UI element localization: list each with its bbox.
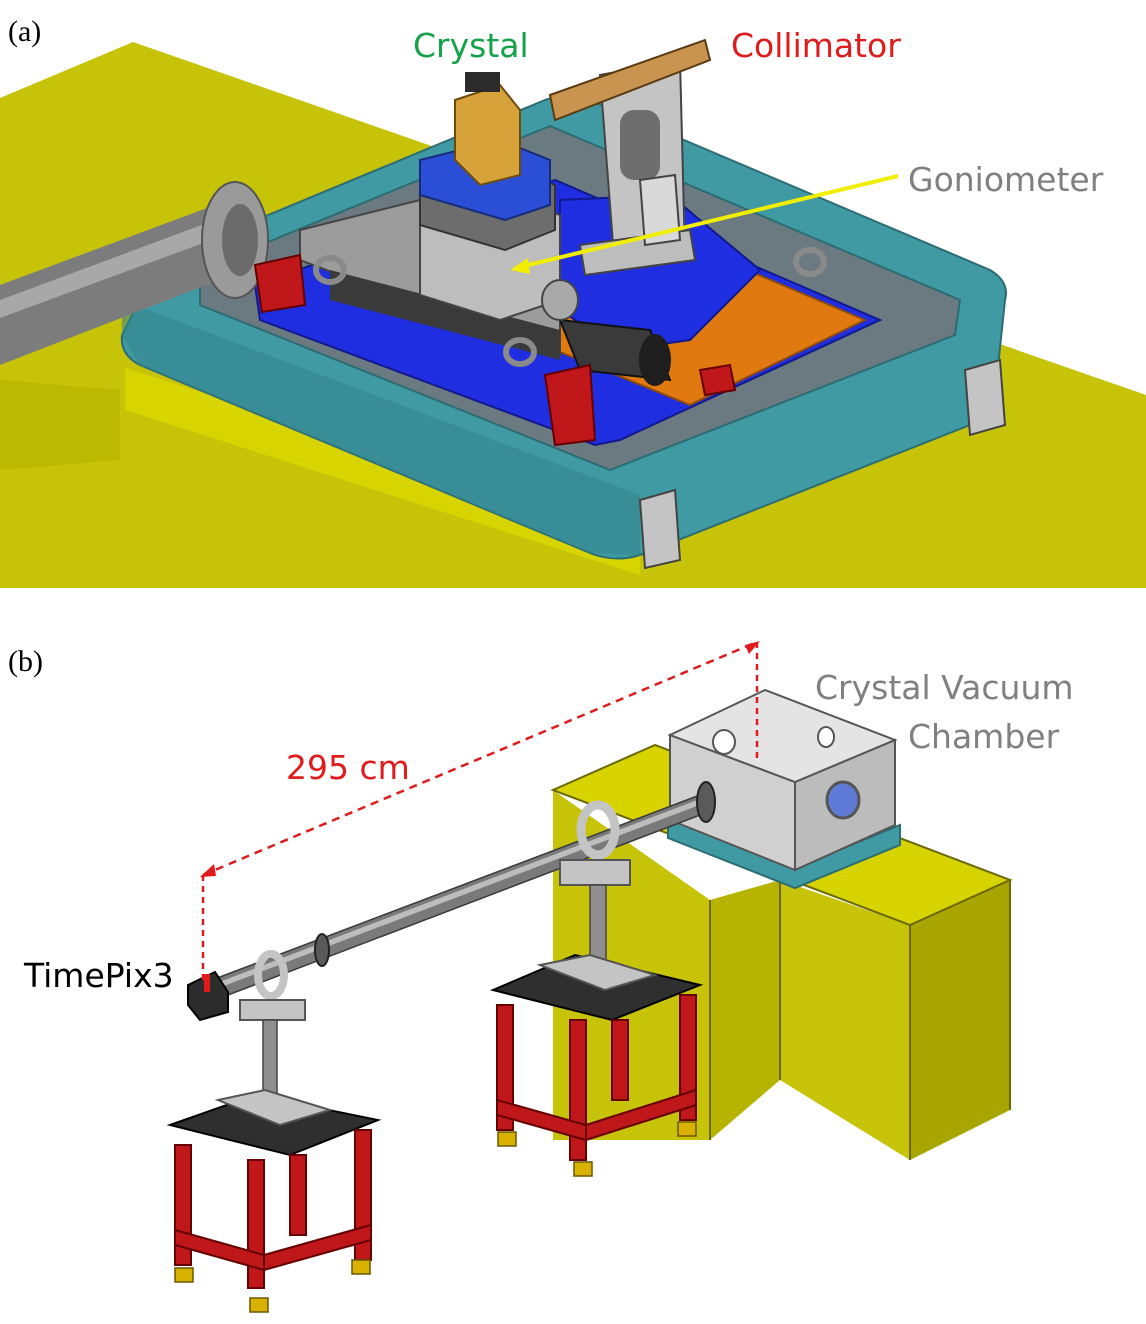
panel-b: (b) Crystal Vacuum Chamber 295 cm TimePi… xyxy=(8,640,1074,1313)
concrete-right-side xyxy=(910,880,1010,1160)
panel-a: (a) Crystal Collimator Goniometer xyxy=(0,15,1146,588)
crystal-holder xyxy=(454,83,521,187)
timepix-detector xyxy=(187,970,229,1022)
red-clamp-1 xyxy=(543,363,597,447)
distance-label: 295 cm xyxy=(286,748,410,787)
post-right xyxy=(589,884,607,961)
goniometer-label: Goniometer xyxy=(908,160,1104,199)
stand-left-frame xyxy=(174,1129,372,1289)
distance-arrow xyxy=(202,640,758,877)
concrete-right-front xyxy=(780,880,910,1160)
ring-support-left xyxy=(254,950,288,1000)
pipe-flange-inner xyxy=(222,204,258,276)
concrete-edges xyxy=(550,743,1013,1160)
chamber-window-3 xyxy=(817,726,835,748)
chamber-window-2 xyxy=(825,780,861,820)
ring-mount-left xyxy=(239,999,306,1021)
panel-a-label: (a) xyxy=(8,15,41,48)
eye-bolt-1 xyxy=(313,255,347,285)
panel-b-label: (b) xyxy=(8,645,43,678)
timepix-sensor xyxy=(204,974,210,992)
vacuum-frame-side xyxy=(122,300,640,555)
collimator-bar xyxy=(548,38,712,122)
goniometer-rail-dark xyxy=(330,270,560,360)
chamber-top-open xyxy=(667,688,898,784)
collimator-window xyxy=(620,110,660,180)
beam-pipe-b-hl xyxy=(214,799,702,989)
detector-label: TimePix3 xyxy=(23,956,174,995)
pipe-flange-b2 xyxy=(696,781,716,823)
chamber-label-line2: Chamber xyxy=(908,717,1060,756)
crystal-top xyxy=(465,72,500,92)
collimator-clamp xyxy=(638,173,682,247)
eye-bolt-2 xyxy=(793,247,827,277)
stand-right-feet xyxy=(497,1121,697,1177)
ring-mount-right xyxy=(559,859,631,886)
goniometer-pointer-head xyxy=(510,258,530,274)
concrete-mid-face xyxy=(710,880,780,1140)
stand-right-frame xyxy=(496,994,697,1161)
red-clamp-2 xyxy=(698,363,737,397)
beam-pipe-a-highlight xyxy=(0,220,225,318)
base-slab xyxy=(125,368,640,575)
stand-left-plate xyxy=(214,1088,334,1127)
goniometer-pointer xyxy=(519,174,899,269)
pipe-flange-b1 xyxy=(314,933,330,967)
collimator-label: Collimator xyxy=(731,26,901,65)
motor-cap xyxy=(639,334,671,386)
chamber-window-1 xyxy=(712,729,736,755)
ring-support-right xyxy=(576,800,620,860)
distance-arrow-head-left xyxy=(200,864,216,877)
floor-a-shade xyxy=(0,380,120,470)
stand-right-plate xyxy=(536,953,659,992)
crystal-label: Crystal xyxy=(413,26,529,65)
eye-bolt-3 xyxy=(503,337,537,367)
corner-bracket-2 xyxy=(638,488,682,570)
corner-bracket-1 xyxy=(963,358,1007,437)
chamber-label-line1: Crystal Vacuum xyxy=(815,668,1074,707)
goniometer-knob xyxy=(541,279,579,321)
stand-left-feet xyxy=(174,1259,371,1313)
red-clamp-3 xyxy=(253,253,307,314)
